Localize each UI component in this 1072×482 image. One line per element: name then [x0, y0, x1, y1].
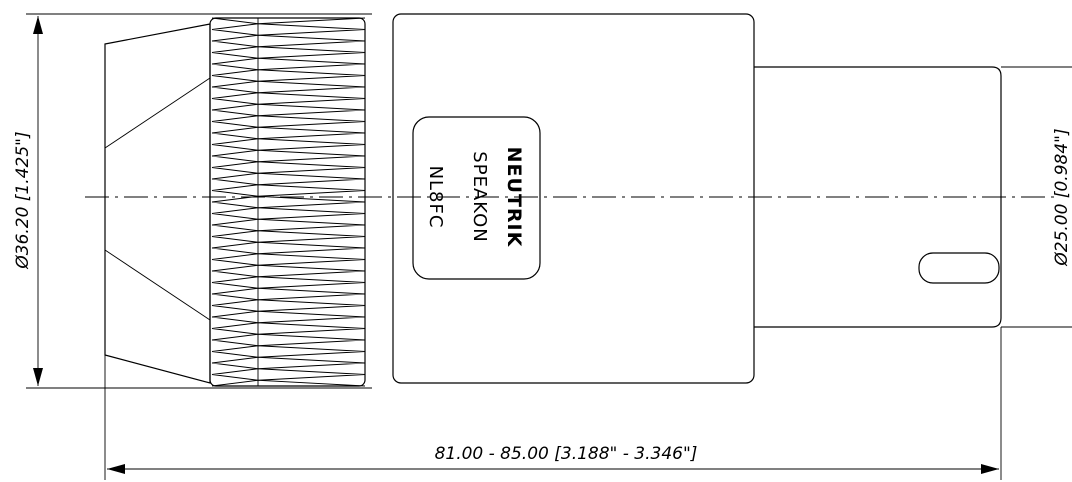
label-plate: NEUTRIK SPEAKON NL8FC: [412, 116, 541, 280]
right-diameter-label: Ø25.00 [0.984"]: [1052, 128, 1072, 266]
rear-sleeve: [754, 66, 1002, 328]
left-diameter-dimension: Ø36.20 [1.425"]: [13, 13, 372, 389]
model-label: NL8FC: [425, 166, 446, 229]
knurled-ring: [209, 17, 366, 387]
length-dimension: 81.00 - 85.00 [3.188" - 3.346"]: [104, 327, 1002, 480]
left-diameter-label: Ø36.20 [1.425"]: [13, 131, 33, 269]
nose-cone: [104, 23, 211, 384]
slot: [918, 252, 1000, 284]
brand-label: NEUTRIK: [503, 147, 525, 248]
right-diameter-dimension: Ø25.00 [0.984"]: [1001, 66, 1072, 328]
main-body: [392, 13, 755, 384]
product-label: SPEAKON: [469, 151, 490, 242]
length-label: 81.00 - 85.00 [3.188" - 3.346"]: [435, 444, 698, 464]
